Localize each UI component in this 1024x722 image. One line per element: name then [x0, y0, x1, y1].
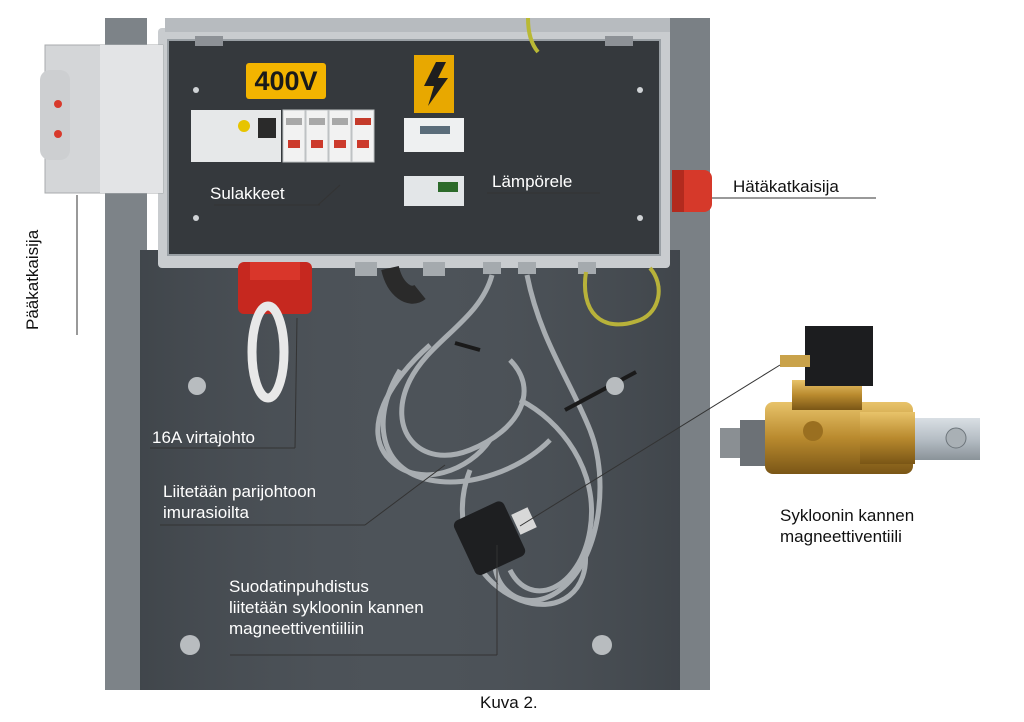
label-main-switch: Pääkatkaisija	[23, 229, 42, 330]
fuse-row	[282, 109, 375, 163]
label-thermal-relay: Lämpörele	[492, 172, 573, 191]
plate-bolts	[180, 377, 624, 655]
figure-caption: Kuva 2.	[480, 693, 538, 712]
cable-bundle	[375, 274, 603, 607]
label-power-cord: 16A virtajohto	[152, 428, 256, 447]
voltage-badge: 400V	[246, 63, 326, 99]
label-filter-line2: liitetään sykloonin kannen	[229, 598, 424, 617]
label-emergency-stop: Hätäkatkaisija	[733, 177, 839, 196]
solenoid-valve-photo	[720, 326, 980, 474]
label-fuses: Sulakkeet	[210, 184, 285, 203]
valve-connector	[453, 501, 526, 576]
label-filter-line3: magneettiventiiliin	[229, 619, 365, 638]
label-valve-line1: Sykloonin kannen	[780, 506, 915, 525]
timer-module	[404, 118, 464, 152]
leader-lines	[76, 184, 876, 656]
label-valve-line2: magneettiventiili	[780, 527, 902, 546]
label-filter-line1: Suodatinpuhdistus	[229, 577, 369, 596]
label-pair-wire-line1: Liitetään parijohtoon	[163, 482, 317, 501]
label-pair-wire-line2: imurasioilta	[163, 503, 249, 522]
